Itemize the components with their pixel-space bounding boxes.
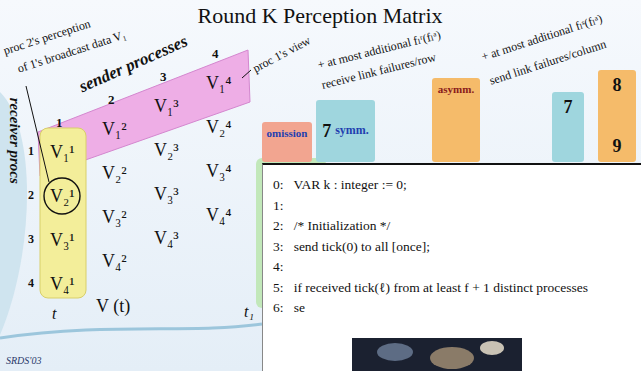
- column-band: [40, 128, 86, 298]
- row-number: 3: [28, 233, 34, 247]
- axis-title: receiver procs: [5, 98, 22, 184]
- box-note: symm.: [335, 124, 369, 138]
- slide-title: Round K Perception Matrix: [197, 3, 442, 28]
- matrix-entry: V₃⁴: [206, 161, 232, 182]
- matrix-name: V (t): [96, 296, 130, 317]
- symmetric-box: 7 symm.: [316, 100, 375, 162]
- row-number: 1: [28, 145, 34, 159]
- slide-swoosh: [0, 92, 27, 335]
- photo-detail: [377, 343, 413, 361]
- box-label: 8: [613, 75, 622, 96]
- box-label: 7: [322, 121, 331, 142]
- matrix-entry: V₃²: [102, 207, 127, 228]
- photo-detail: [480, 341, 504, 355]
- matrix-entry: V₁²: [102, 119, 127, 140]
- omission-box: omission: [262, 122, 312, 162]
- leader-line: [26, 86, 49, 182]
- matrix-entry: V₂⁴: [206, 117, 232, 138]
- matrix-entry: V₁⁴: [206, 73, 232, 94]
- box-label: asymm.: [438, 83, 474, 96]
- photo-detail: [430, 347, 474, 369]
- symmetric-box: 7: [552, 92, 584, 162]
- matrix-entry: V₄³: [154, 228, 179, 249]
- column-number: 2: [108, 93, 115, 108]
- leader-line: [242, 70, 251, 78]
- box-label: omission: [267, 127, 308, 140]
- box-label: 7: [564, 97, 573, 118]
- annotation: proc 1's view: [251, 34, 314, 76]
- highlight-circle: [44, 178, 80, 214]
- code-line: 1:: [273, 196, 637, 217]
- matrix-entry: V₃¹: [50, 230, 75, 251]
- matrix-entry: V₂³: [154, 140, 179, 161]
- matrix-entry: V₄⁴: [206, 205, 232, 226]
- code-line: 0: VAR k : integer := 0;: [273, 175, 637, 196]
- code-line: 2: /* Initialization */: [273, 216, 637, 237]
- box-note: 9: [613, 136, 622, 157]
- matrix-entry: V₄¹: [50, 274, 75, 295]
- time-mark: t: [52, 305, 56, 323]
- photo: [352, 338, 522, 371]
- column-number: 3: [160, 70, 167, 85]
- matrix-entry: V₁³: [154, 96, 179, 117]
- matrix-entry: V₂²: [102, 163, 127, 184]
- matrix-entry: V₄²: [102, 251, 127, 272]
- code-line: 4:: [273, 257, 637, 278]
- row-number: 4: [28, 277, 34, 291]
- matrix-entry: V₂¹: [50, 186, 75, 207]
- code-line: 3: send tick(0) to all [once];: [273, 237, 637, 258]
- asymmetric-box: 89: [598, 70, 636, 162]
- column-number: 4: [212, 47, 219, 62]
- row-number: 2: [28, 189, 34, 203]
- asymmetric-box: asymm.: [432, 78, 480, 162]
- code-line: 6: se: [273, 298, 637, 319]
- slide-curve: [0, 324, 262, 338]
- matrix-entry: V₁¹: [50, 142, 75, 163]
- code-line: 5: if received tick(ℓ) from at least f +…: [273, 278, 637, 299]
- column-number: 1: [56, 116, 63, 131]
- matrix-entry: V₃³: [154, 184, 179, 205]
- footer-note: SRDS'03: [6, 355, 41, 367]
- time-mark: t₁: [244, 303, 254, 321]
